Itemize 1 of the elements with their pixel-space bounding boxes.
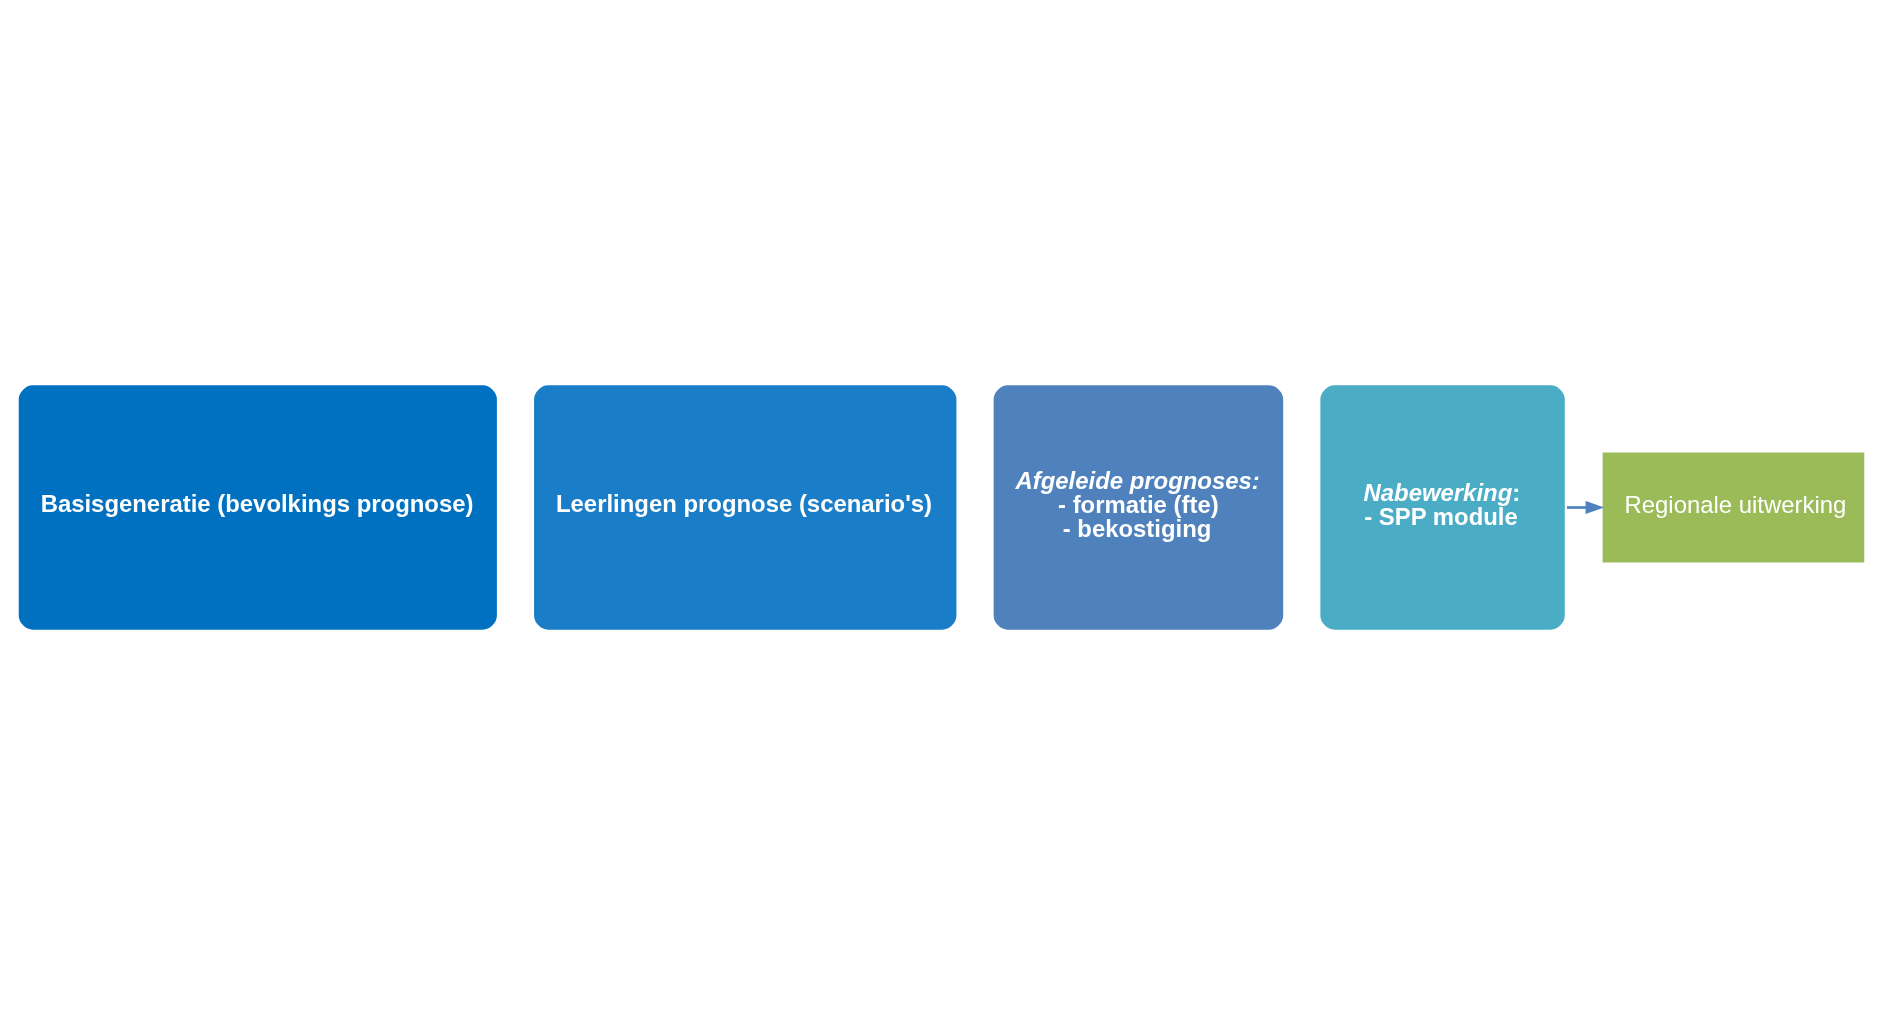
arrow	[1567, 500, 1605, 515]
